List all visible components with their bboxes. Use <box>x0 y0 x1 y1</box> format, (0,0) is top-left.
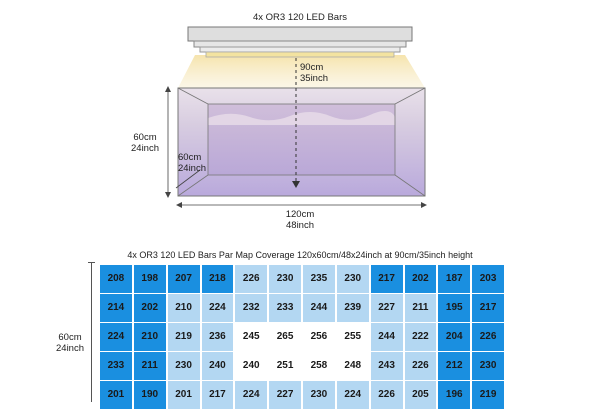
depth-label-in: 24inch <box>178 163 206 174</box>
par-cell: 248 <box>336 352 369 380</box>
par-cell: 230 <box>472 352 504 380</box>
tank-height-label-in: 24inch <box>131 143 159 154</box>
par-cell: 211 <box>133 352 166 380</box>
par-cell: 210 <box>133 323 166 351</box>
par-cell: 230 <box>167 352 200 380</box>
par-cell: 226 <box>472 323 504 351</box>
par-cell: 204 <box>438 323 471 351</box>
par-cell: 224 <box>235 381 268 409</box>
water-surface <box>208 110 395 125</box>
par-cell: 219 <box>472 381 504 409</box>
par-cell: 256 <box>303 323 335 351</box>
par-cell: 201 <box>100 381 132 409</box>
par-cell: 190 <box>133 381 166 409</box>
par-cell: 232 <box>235 294 268 322</box>
height-label-cm: 90cm <box>300 62 324 73</box>
par-cell: 230 <box>269 265 301 293</box>
par-cell: 224 <box>336 381 369 409</box>
par-cell: 203 <box>472 265 504 293</box>
light-beam <box>178 55 425 88</box>
par-cell: 187 <box>438 265 471 293</box>
par-cell: 244 <box>370 323 403 351</box>
par-cell: 198 <box>133 265 166 293</box>
par-cell: 224 <box>100 323 132 351</box>
par-cell: 245 <box>235 323 268 351</box>
par-cell: 226 <box>370 381 403 409</box>
par-cell: 202 <box>404 265 437 293</box>
par-cell: 218 <box>201 265 234 293</box>
par-cell: 217 <box>370 265 403 293</box>
par-cell: 217 <box>201 381 234 409</box>
fixture-bar-3 <box>199 46 401 53</box>
par-cell: 230 <box>336 265 369 293</box>
par-cell: 226 <box>235 265 268 293</box>
fixture-label: 4x OR3 120 LED Bars <box>253 12 347 23</box>
width-label-cm: 120cm <box>285 209 315 220</box>
par-cell: 258 <box>303 352 335 380</box>
par-cell: 214 <box>100 294 132 322</box>
par-cell: 212 <box>438 352 471 380</box>
tank-lighting-diagram <box>165 26 427 208</box>
par-cell: 208 <box>100 265 132 293</box>
par-cell: 227 <box>370 294 403 322</box>
par-cell: 219 <box>167 323 200 351</box>
par-cell: 210 <box>167 294 200 322</box>
par-cell: 205 <box>404 381 437 409</box>
par-cell: 255 <box>336 323 369 351</box>
par-map-side-line <box>91 262 92 402</box>
par-cell: 222 <box>404 323 437 351</box>
width-label-in: 48inch <box>286 220 314 231</box>
par-cell: 236 <box>201 323 234 351</box>
par-cell: 226 <box>404 352 437 380</box>
par-cell: 240 <box>235 352 268 380</box>
par-cell: 211 <box>404 294 437 322</box>
par-map-side-label-cm: 60cm <box>58 332 82 343</box>
par-cell: 230 <box>303 381 335 409</box>
par-cell: 244 <box>303 294 335 322</box>
par-cell: 196 <box>438 381 471 409</box>
par-cell: 240 <box>201 352 234 380</box>
fixture-bar-1 <box>187 26 413 42</box>
par-cell: 235 <box>303 265 335 293</box>
par-map-side-tick <box>88 262 95 263</box>
depth-label-cm: 60cm <box>178 152 202 163</box>
par-cell: 217 <box>472 294 504 322</box>
fixture-bar-2 <box>193 40 407 48</box>
par-cell: 195 <box>438 294 471 322</box>
par-cell: 227 <box>269 381 301 409</box>
par-cell: 251 <box>269 352 301 380</box>
par-cell: 265 <box>269 323 301 351</box>
fixture-led-strip <box>205 51 395 58</box>
par-cell: 233 <box>100 352 132 380</box>
par-cell: 207 <box>167 265 200 293</box>
par-map-side-label-in: 24inch <box>56 343 84 354</box>
par-cell: 239 <box>336 294 369 322</box>
par-cell: 202 <box>133 294 166 322</box>
par-cell: 243 <box>370 352 403 380</box>
height-label-in: 35inch <box>300 73 328 84</box>
tank-height-label-cm: 60cm <box>133 132 157 143</box>
par-map-title: 4x OR3 120 LED Bars Par Map Coverage 120… <box>127 250 473 260</box>
par-cell: 201 <box>167 381 200 409</box>
par-cell: 233 <box>269 294 301 322</box>
par-cell: 224 <box>201 294 234 322</box>
